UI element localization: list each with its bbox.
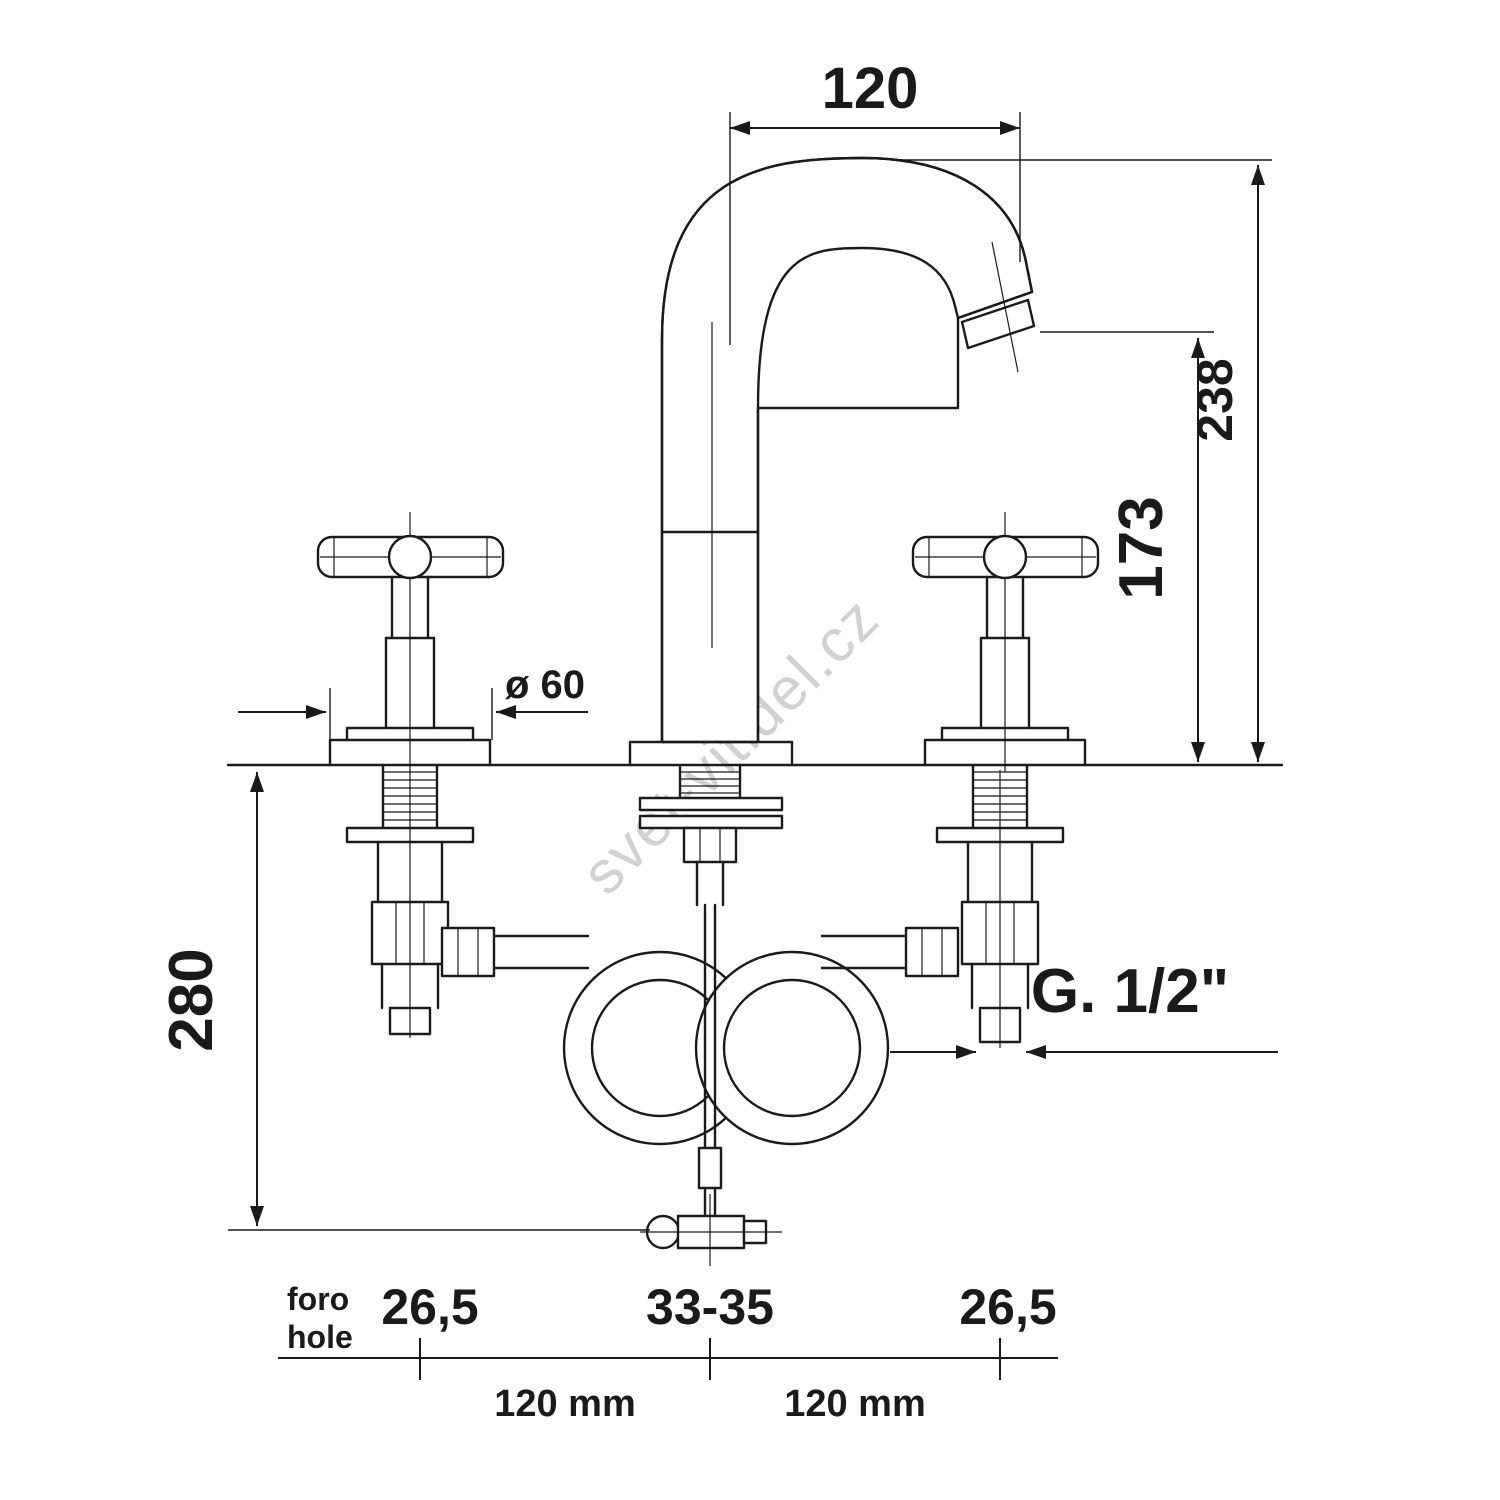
left-valve-body — [345, 763, 496, 1038]
spacing-left-label: 120 mm — [494, 1383, 636, 1425]
thread-size-label: G. 1/2" — [1031, 957, 1229, 1026]
right-cross-handle — [911, 512, 1100, 772]
hose-loops — [492, 934, 908, 1146]
dim-spout-reach-label: 120 — [822, 56, 919, 121]
dimension-lines — [228, 112, 1278, 1380]
hole-caption-line2: hole — [287, 1319, 353, 1355]
dim-base-diameter-label: ø 60 — [505, 663, 585, 707]
hole-right-label: 26,5 — [959, 1279, 1056, 1335]
spacing-right-label: 120 mm — [784, 1383, 926, 1425]
dim-total-height-label: 238 — [1187, 358, 1243, 441]
hole-left-label: 26,5 — [381, 1279, 478, 1335]
hole-center-label: 33-35 — [646, 1279, 774, 1335]
dim-spout-height-label: 173 — [1107, 496, 1176, 599]
dim-under-deck-label: 280 — [157, 948, 226, 1051]
center-shank-popup-rod — [638, 763, 784, 1266]
hole-caption-line1: foro — [287, 1281, 349, 1317]
spout — [628, 156, 1036, 767]
right-valve-body — [904, 763, 1065, 1048]
left-cross-handle — [316, 512, 505, 772]
